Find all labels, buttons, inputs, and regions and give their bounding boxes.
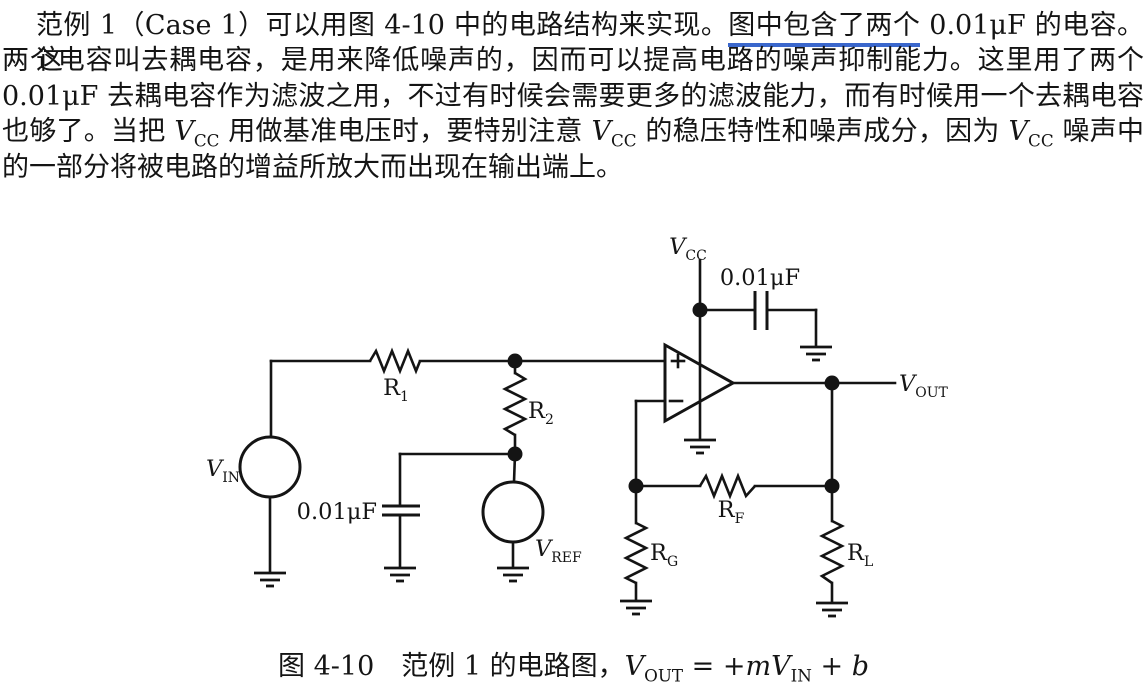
ground-symbol: [497, 566, 529, 583]
circuit-figure: VCC 0.01μF VOUT VIN VREF R1 R2 RF RG RL …: [206, 234, 949, 618]
resistor-r1: [368, 347, 422, 375]
junction-dot: [507, 446, 523, 462]
resistor-r2: [502, 371, 528, 437]
label-r1: R1: [383, 375, 409, 405]
variable-subscript: IN: [790, 665, 812, 686]
variable: m: [745, 651, 772, 682]
variable-subscript: CC: [610, 130, 637, 151]
paragraph-line: 范例 1（Case 1）可以用图 4-10 中的电路结构来实现。图中包含了两个 …: [2, 8, 1144, 76]
text-run: +: [811, 651, 852, 682]
label-vin: VIN: [206, 456, 240, 486]
variable-subscript: OUT: [644, 665, 684, 686]
variable: V: [771, 651, 791, 682]
paragraph: 范例 1（Case 1）可以用图 4-10 中的电路结构来实现。图中包含了两个 …: [2, 8, 1144, 185]
label-cap-top: 0.01μF: [720, 265, 800, 291]
variable-subscript: CC: [1028, 130, 1054, 151]
label-vref: VREF: [535, 536, 582, 566]
text-run: 的一部分将被电路的增益所放大而出现在输出端上。: [2, 151, 623, 183]
label-rg: RG: [650, 540, 678, 570]
variable-subscript: CC: [193, 130, 220, 151]
resistor-rf: [698, 472, 756, 500]
ground-symbol: [620, 599, 652, 616]
ground-symbol: [254, 571, 286, 588]
plus-icon: [670, 353, 686, 369]
variable: V: [1008, 116, 1029, 148]
junction-dot: [628, 478, 644, 494]
text-run: 两个电容叫去耦电容，是用来降低噪声的，因而可以提高电路的噪声抑制能力。这里用了两…: [2, 45, 1144, 77]
text-run: 的稳压特性和噪声成分，因为: [636, 116, 1009, 148]
variable: b: [851, 651, 869, 682]
figure-caption: 图 4-10 范例 1 的电路图，VOUT = +mVIN + b: [0, 648, 1147, 686]
ground-symbol: [816, 601, 848, 618]
text-run: 0.01μF 去耦电容作为滤波之用，不过有时候会需要更多的滤波能力，而有时候用一…: [2, 80, 1144, 112]
junction-dot: [824, 375, 840, 391]
resistor-rg: [623, 521, 649, 585]
source-vref-circle: [481, 480, 545, 544]
text-run: 也够了。当把: [2, 116, 175, 148]
paragraph-line: 也够了。当把 VCC 用做基准电压时，要特别注意 VCC 的稳压特性和噪声成分，…: [2, 114, 1144, 151]
label-cap-left: 0.01μF: [297, 499, 377, 525]
paragraph-line: 两个电容叫去耦电容，是用来降低噪声的，因而可以提高电路的噪声抑制能力。这里用了两…: [2, 43, 1144, 78]
paragraph-line: 的一部分将被电路的增益所放大而出现在输出端上。: [2, 150, 1144, 185]
text-run: 噪声中: [1053, 116, 1144, 148]
label-rf: RF: [718, 497, 745, 527]
junction-dot: [692, 302, 708, 318]
ground-symbol: [384, 566, 416, 583]
variable: V: [591, 116, 611, 148]
opamp-triangle: [663, 342, 737, 424]
paragraph-line: 0.01μF 去耦电容作为滤波之用，不过有时候会需要更多的滤波能力，而有时候用一…: [2, 79, 1144, 114]
text-run: 图 4-10 范例 1 的电路图，: [278, 651, 625, 682]
label-rl: RL: [847, 540, 873, 570]
blue-underline-annotation: 图中包含了两个: [728, 10, 921, 47]
capacitor-top: [753, 291, 769, 330]
text-run: 用做基准电压时，要特别注意: [219, 116, 592, 148]
text-run: = +: [683, 651, 746, 682]
ground-symbol: [684, 438, 716, 455]
text-run: 范例 1（Case 1）可以用图 4-10 中的电路结构来实现。: [36, 10, 729, 41]
ground-symbol: [800, 345, 832, 362]
resistor-rl: [819, 519, 845, 585]
source-vin-circle: [238, 435, 302, 499]
label-vcc: VCC: [669, 234, 707, 264]
junction-dot: [507, 353, 523, 369]
variable: V: [624, 651, 645, 682]
variable: V: [174, 116, 194, 148]
text-run: 0.01μF 的电容。这: [36, 10, 1144, 77]
label-r2: R2: [528, 398, 554, 428]
capacitor-left: [382, 504, 420, 517]
label-vout: VOUT: [899, 371, 949, 401]
junction-dot: [824, 478, 840, 494]
